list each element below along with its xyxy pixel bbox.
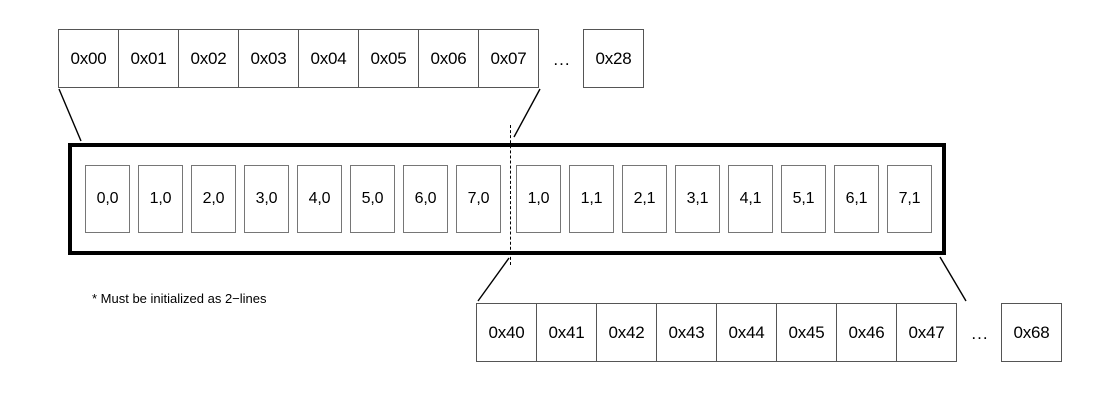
buffer-word-cell-9: 1,1 [569, 165, 614, 233]
bottom-address-cell-5: 0x45 [776, 303, 837, 362]
bottom-address-cell-2: 0x42 [596, 303, 657, 362]
top-address-cell-tail: 0x28 [583, 29, 644, 88]
footnote-text: * Must be initialized as 2−lines [92, 291, 267, 306]
top-address-cell-6: 0x06 [418, 29, 479, 88]
buffer-word-cell-7: 7,0 [456, 165, 501, 233]
top-address-cell-2: 0x02 [178, 29, 239, 88]
top-address-cell-4: 0x04 [298, 29, 359, 88]
buffer-word-cell-3: 3,0 [244, 165, 289, 233]
bottom-address-cell-3: 0x43 [656, 303, 717, 362]
buffer-word-cell-0: 0,0 [85, 165, 130, 233]
buffer-word-cell-5: 5,0 [350, 165, 395, 233]
top-address-cell-1: 0x01 [118, 29, 179, 88]
bottom-address-cell-4: 0x44 [716, 303, 777, 362]
buffer-word-cell-15: 7,1 [887, 165, 932, 233]
bottom-address-cell-1: 0x41 [536, 303, 597, 362]
buffer-word-cell-12: 4,1 [728, 165, 773, 233]
bottom-address-cell-0: 0x40 [476, 303, 537, 362]
buffer-word-cell-2: 2,0 [191, 165, 236, 233]
buffer-word-cell-11: 3,1 [675, 165, 720, 233]
buffer-word-cell-14: 6,1 [834, 165, 879, 233]
buffer-word-cell-10: 2,1 [622, 165, 667, 233]
bottom-address-cell-tail: 0x68 [1001, 303, 1062, 362]
buffer-word-cell-4: 4,0 [297, 165, 342, 233]
buffer-word-cell-1: 1,0 [138, 165, 183, 233]
bottom-address-cell-6: 0x46 [836, 303, 897, 362]
top-strip-ellipsis: ... [553, 49, 571, 69]
top-address-cell-0: 0x00 [58, 29, 119, 88]
bottom-strip-ellipsis: ... [971, 323, 989, 343]
buffer-word-cell-13: 5,1 [781, 165, 826, 233]
top-address-cell-7: 0x07 [478, 29, 539, 88]
buffer-word-cell-6: 6,0 [403, 165, 448, 233]
line-split-divider [510, 125, 511, 265]
buffer-word-cell-8: 1,0 [516, 165, 561, 233]
bottom-address-cell-7: 0x47 [896, 303, 957, 362]
